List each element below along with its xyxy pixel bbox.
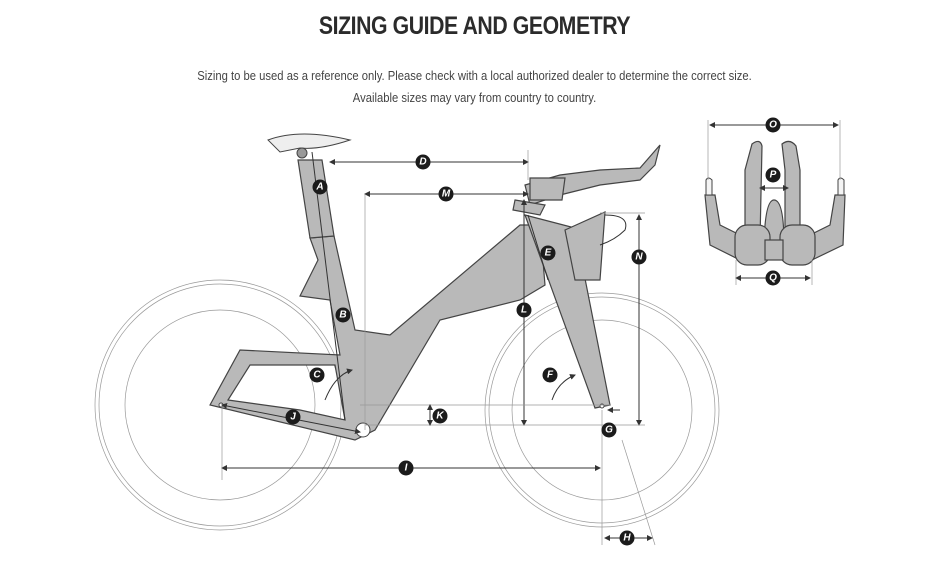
svg-text:N: N (635, 252, 643, 263)
svg-text:P: P (770, 170, 777, 181)
svg-text:O: O (769, 120, 777, 131)
svg-text:L: L (521, 305, 527, 316)
svg-text:G: G (605, 425, 613, 436)
label-h: H (619, 530, 635, 546)
label-j: J (285, 409, 301, 425)
subtitle-line-1: Sizing to be used as a reference only. P… (197, 69, 752, 83)
label-a: A (312, 179, 328, 195)
svg-text:I: I (405, 463, 408, 474)
svg-text:H: H (623, 533, 631, 544)
label-l: L (516, 302, 532, 318)
svg-text:M: M (442, 189, 451, 200)
svg-text:C: C (313, 370, 321, 381)
label-d: D (415, 154, 431, 170)
page-title: SIZING GUIDE AND GEOMETRY (318, 12, 631, 40)
bike-frame (209, 133, 661, 441)
label-c: C (309, 367, 325, 383)
svg-text:B: B (339, 310, 346, 321)
svg-text:J: J (290, 412, 296, 423)
label-g: G (601, 422, 617, 438)
svg-text:D: D (419, 157, 426, 168)
label-n: N (631, 249, 647, 265)
svg-text:K: K (436, 411, 444, 422)
svg-text:E: E (545, 248, 552, 259)
svg-text:Q: Q (769, 273, 777, 284)
label-o: O (765, 117, 781, 133)
label-f: F (542, 367, 558, 383)
label-p: P (765, 167, 781, 183)
label-k: K (432, 408, 448, 424)
label-q: Q (765, 270, 781, 286)
aerobar-top-view (704, 140, 846, 266)
label-e: E (540, 245, 556, 261)
svg-text:A: A (315, 182, 323, 193)
label-b: B (335, 307, 351, 323)
label-m: M (438, 186, 454, 202)
label-i: I (398, 460, 414, 476)
svg-text:F: F (547, 370, 554, 381)
subtitle-line-2: Available sizes may vary from country to… (352, 91, 597, 105)
